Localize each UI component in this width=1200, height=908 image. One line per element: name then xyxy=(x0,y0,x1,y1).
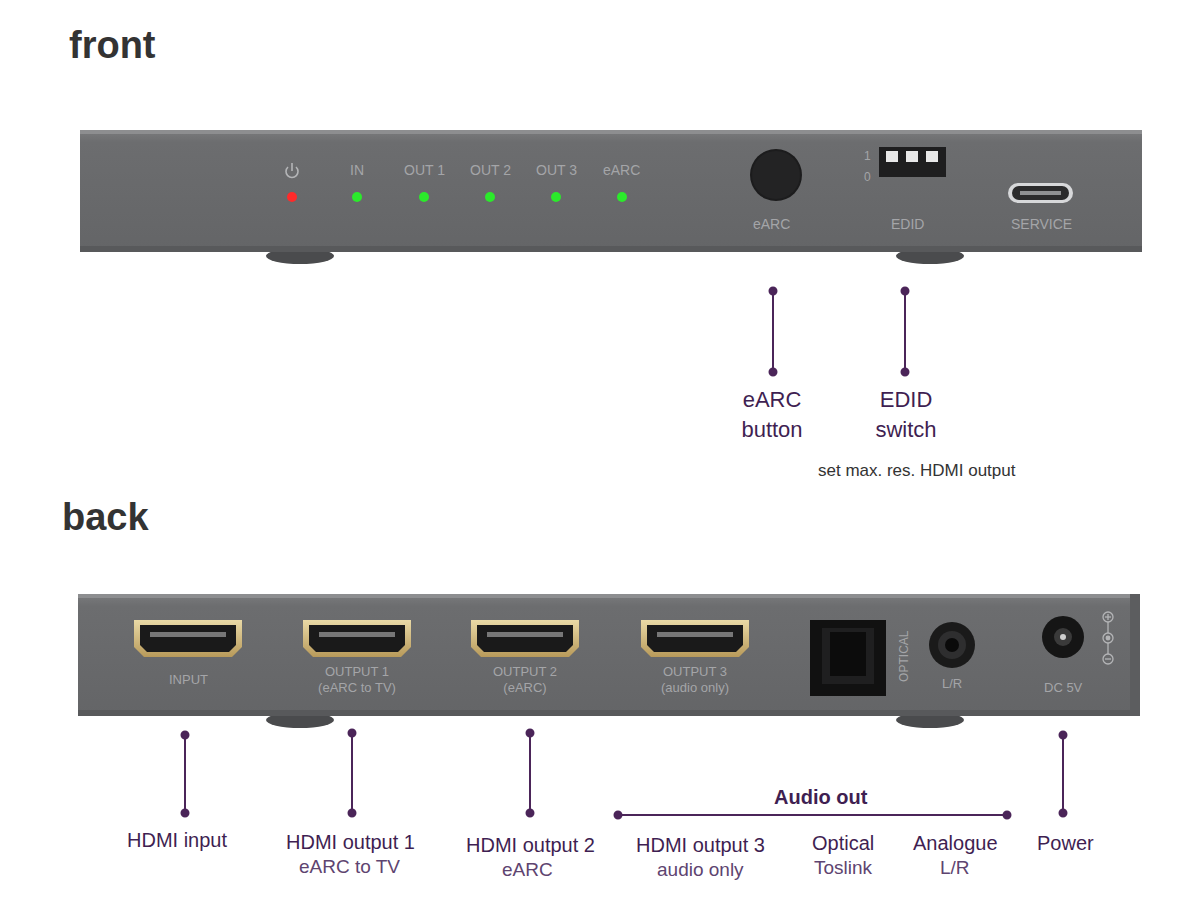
panel-label: OUT 1 xyxy=(404,162,445,179)
panel-label: OUTPUT 3 (audio only) xyxy=(649,664,741,695)
panel-label: SERVICE xyxy=(1011,216,1072,233)
panel-label: INPUT xyxy=(169,672,208,688)
dip-switch xyxy=(879,147,946,177)
audio-jack xyxy=(929,622,975,668)
group-label: Audio out xyxy=(774,785,867,809)
panel-label: 1 xyxy=(864,149,871,163)
power-led xyxy=(287,192,297,202)
back-panel xyxy=(78,594,1140,728)
callout-label: EDID switch xyxy=(851,385,961,445)
earc-button xyxy=(750,149,802,201)
callout-sublabel: audio only xyxy=(657,859,744,882)
callout-label: Power xyxy=(1037,831,1094,855)
optical-port xyxy=(810,620,886,696)
callout-note: set max. res. HDMI output xyxy=(818,461,1015,481)
callout-sublabel: L/R xyxy=(940,857,970,880)
section-heading: back xyxy=(62,495,149,541)
callout-label: Optical xyxy=(812,831,874,855)
callout-sublabel: eARC to TV xyxy=(299,856,400,879)
panel-label: 0 xyxy=(864,170,871,184)
status-led xyxy=(551,192,561,202)
status-led xyxy=(352,192,362,202)
callout-label: HDMI input xyxy=(127,828,227,852)
status-led xyxy=(617,192,627,202)
panel-label: OUT 3 xyxy=(536,162,577,179)
callout-label: HDMI output 3 xyxy=(636,833,765,857)
section-heading: front xyxy=(69,23,156,69)
callout-label: Analogue xyxy=(913,831,998,855)
callout-label: eARC button xyxy=(717,385,827,445)
dc-jack xyxy=(1042,616,1084,658)
leader-lines xyxy=(770,288,909,376)
callout-label: HDMI output 1 xyxy=(286,830,415,854)
panel-label: eARC xyxy=(603,162,640,179)
hdmi-port xyxy=(303,620,411,657)
callout-sublabel: Toslink xyxy=(814,857,872,880)
hdmi-port xyxy=(471,620,579,657)
callout-sublabel: eARC xyxy=(502,859,553,882)
hdmi-port xyxy=(134,620,242,657)
polarity-symbol xyxy=(1103,612,1113,664)
usb-c-port xyxy=(1008,183,1073,203)
panel-label: EDID xyxy=(891,216,924,233)
panel-label: OPTICAL xyxy=(897,631,911,682)
panel-label: L/R xyxy=(942,676,962,692)
panel-label: OUTPUT 2 (eARC) xyxy=(479,664,571,695)
power-symbol xyxy=(286,163,298,177)
leader-lines xyxy=(182,730,1067,819)
status-led xyxy=(485,192,495,202)
front-panel xyxy=(80,130,1142,264)
panel-label: DC 5V xyxy=(1044,680,1082,696)
panel-label: IN xyxy=(350,162,364,179)
status-led xyxy=(419,192,429,202)
panel-label: OUT 2 xyxy=(470,162,511,179)
hdmi-port xyxy=(641,620,749,657)
panel-label: eARC xyxy=(753,216,790,233)
panel-label: OUTPUT 1 (eARC to TV) xyxy=(311,664,403,695)
callout-label: HDMI output 2 xyxy=(466,833,595,857)
